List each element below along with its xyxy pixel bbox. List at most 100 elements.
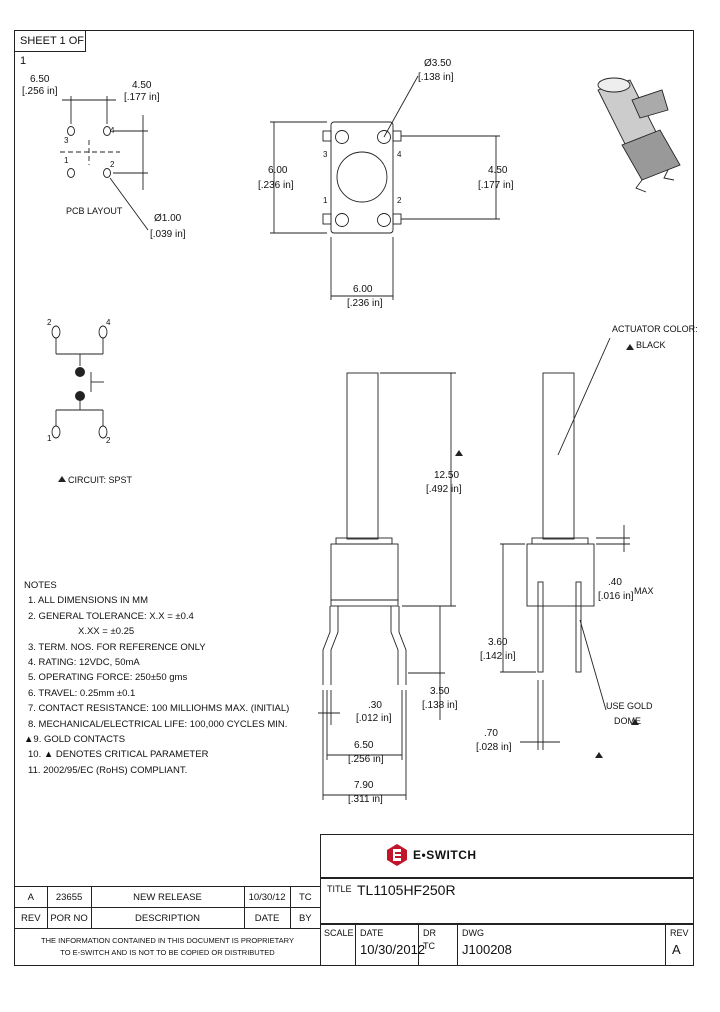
dwg-label: DWG — [462, 928, 484, 938]
pcb-pin-3: 3 — [64, 136, 69, 145]
pcb-hole-in: [.039 in] — [150, 229, 186, 240]
pcb-dim-b-mm: 4.50 — [132, 80, 152, 91]
front-span-mm: 6.50 — [354, 740, 374, 751]
top-pin-in: [.177 in] — [478, 180, 514, 191]
rev-header-por: POR NO — [46, 907, 92, 929]
top-height-mm: 6.00 — [268, 165, 288, 176]
drawn-by: TC — [423, 941, 435, 951]
title-cell: TITLE TL1105HF250R — [320, 878, 694, 924]
gold-dome-label-2: DOME — [614, 716, 641, 726]
top-dia-mm: Ø3.50 — [424, 58, 452, 69]
note-4: 4. RATING: 12VDC, 50mA — [28, 657, 140, 669]
note-5: 5. OPERATING FORCE: 250±50 gms — [28, 672, 188, 684]
circuit-pin-1: 1 — [47, 434, 52, 443]
side-pin-len-in: [.142 in] — [480, 651, 516, 662]
note-11: 11. 2002/95/EC (RoHS) COMPLIANT. — [28, 764, 188, 776]
scale-label: SCALE — [324, 928, 354, 938]
side-view — [500, 337, 630, 750]
top-pin-1: 1 — [323, 196, 328, 205]
actuator-color-label: ACTUATOR COLOR: — [612, 324, 698, 334]
note-8: 8. MECHANICAL/ELECTRICAL LIFE: 100,000 C… — [28, 718, 288, 730]
rev-label: REV — [670, 928, 689, 938]
drawn-cell: DR TC — [418, 924, 458, 966]
side-max-mm: .40 — [608, 577, 622, 588]
rev-header-rev: REV — [14, 907, 48, 929]
drawing-date: 10/30/2012 — [360, 942, 426, 957]
top-pin-4: 4 — [397, 150, 402, 159]
note-7: 7. CONTACT RESISTANCE: 100 MILLIOHMS MAX… — [28, 703, 290, 715]
pcb-layout-label: PCB LAYOUT — [66, 206, 123, 216]
rev-header-by: BY — [289, 907, 322, 929]
dwg-number: J100208 — [462, 942, 512, 957]
part-number: TL1105HF250R — [357, 882, 456, 898]
front-height-mm: 12.50 — [434, 470, 460, 481]
pcb-pin-2: 2 — [110, 160, 115, 169]
circuit-pin-4: 4 — [106, 318, 111, 327]
switch-3d-render — [597, 77, 681, 193]
rev-row-desc: NEW RELEASE — [90, 886, 245, 908]
gold-dome-label: USE GOLD — [606, 701, 653, 711]
rev-header-desc: DESCRIPTION — [90, 907, 245, 929]
brand-block: E•SWITCH — [320, 834, 694, 878]
side-pin-w-mm: .70 — [484, 728, 498, 739]
note-10: 10. ▲ DENOTES CRITICAL PARAMETER — [28, 749, 209, 761]
rev-row-by: TC — [289, 886, 322, 908]
side-pin-w-in: [.028 in] — [476, 742, 512, 753]
title-label: TITLE — [327, 884, 352, 894]
note-2: 2. GENERAL TOLERANCE: X.X = ±0.4 — [28, 610, 194, 622]
date-cell: DATE 10/30/2012 — [355, 924, 425, 966]
front-lead-mm: .30 — [368, 700, 382, 711]
brand-name: E•SWITCH — [413, 848, 477, 862]
pcb-pin-4: 4 — [110, 126, 115, 135]
date-label: DATE — [360, 928, 384, 938]
revision-row: A 23655 NEW RELEASE 10/30/12 TC — [14, 886, 322, 908]
note-2b: X.XX = ±0.25 — [78, 626, 135, 638]
rev-row-rev: A — [14, 886, 48, 908]
e-switch-logo-icon — [387, 844, 407, 866]
revision-header-row: REV POR NO DESCRIPTION DATE BY — [14, 907, 322, 929]
circuit-pin-2: 2 — [47, 318, 52, 327]
rev-cell: REV A — [665, 924, 694, 966]
top-view — [270, 75, 500, 300]
front-height-in: [.492 in] — [426, 484, 462, 495]
circuit-schematic — [51, 325, 108, 439]
sheet-number: SHEET 1 OF 1 — [14, 30, 86, 67]
top-dia-in: [.138 in] — [418, 72, 454, 83]
rev-row-por: 23655 — [46, 886, 92, 908]
front-view — [318, 372, 456, 800]
proprietary-line-1: THE INFORMATION CONTAINED IN THIS DOCUME… — [41, 936, 294, 945]
top-width-mm: 6.00 — [353, 284, 373, 295]
note-6: 6. TRAVEL: 0.25mm ±0.1 — [28, 687, 136, 699]
dwg-cell: DWG J100208 — [457, 924, 666, 966]
top-pin-2: 2 — [397, 196, 402, 205]
note-3: 3. TERM. NOS. FOR REFERENCE ONLY — [28, 641, 206, 653]
circuit-pin-3: 2 — [106, 436, 111, 445]
front-width-in: [.311 in] — [348, 794, 383, 805]
pcb-dim-b-in: [.177 in] — [124, 92, 160, 103]
top-width-in: [.236 in] — [347, 298, 383, 309]
proprietary-notice: THE INFORMATION CONTAINED IN THIS DOCUME… — [14, 928, 321, 966]
front-width-mm: 7.90 — [354, 780, 374, 791]
circuit-label: CIRCUIT: SPST — [68, 475, 133, 485]
side-pin-len-mm: 3.60 — [488, 637, 508, 648]
critical-triangle-icon: ▲ — [24, 734, 34, 746]
pcb-hole-mm: Ø1.00 — [154, 213, 182, 224]
actuator-color-value: BLACK — [636, 340, 666, 350]
front-lead-in: [.012 in] — [356, 713, 392, 724]
pcb-pin-1: 1 — [64, 156, 69, 165]
top-pin-mm: 4.50 — [488, 165, 508, 176]
rev-value: A — [672, 942, 681, 957]
pcb-dim-a-mm: 6.50 — [30, 74, 50, 85]
front-span-in: [.256 in] — [348, 754, 384, 765]
notes-block: NOTES 1. ALL DIMENSIONS IN MM 2. GENERAL… — [24, 578, 289, 778]
rev-header-date: DATE — [243, 907, 291, 929]
front-base-mm: 3.50 — [430, 686, 450, 697]
note-9: ▲9. GOLD CONTACTS — [24, 734, 126, 746]
side-max-label: MAX — [634, 586, 654, 596]
front-base-in: [.138 in] — [422, 700, 458, 711]
note-1: 1. ALL DIMENSIONS IN MM — [28, 595, 149, 607]
proprietary-line-2: TO E-SWITCH AND IS NOT TO BE COPIED OR D… — [60, 948, 275, 957]
rev-row-date: 10/30/12 — [243, 886, 291, 908]
top-height-in: [.236 in] — [258, 180, 294, 191]
